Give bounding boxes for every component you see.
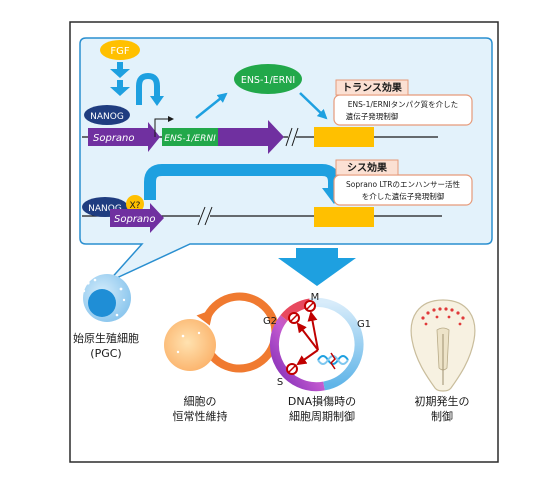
tss-arrow <box>154 118 170 137</box>
phase-g1: G1 <box>357 319 371 330</box>
phase-g2: G2 <box>263 316 277 327</box>
outcome1-line2: 恒常性維持 <box>173 409 228 423</box>
cis-line2: を介した遺伝子発現制御 <box>362 191 445 201</box>
dna-break-top <box>285 127 299 147</box>
cis-title-box <box>335 159 399 176</box>
fgf-signal-arrows <box>110 62 130 96</box>
embryo-icon <box>410 299 476 392</box>
nanog-loop-arrow <box>136 72 160 105</box>
ens-product-oval <box>234 64 302 94</box>
ens-gene-label: ENS-1/ERNI <box>164 134 216 144</box>
trans-line1: ENS-1/ERNIタンパク質を介した <box>348 99 458 109</box>
outcome-arrow <box>278 248 356 286</box>
trans-title-box <box>335 79 409 96</box>
loop-arrowhead <box>150 96 164 106</box>
x-factor-label: X? <box>130 201 141 211</box>
homeostasis-icon <box>164 292 280 373</box>
expression-arrow <box>195 92 228 119</box>
nanog-oval-top <box>84 105 130 125</box>
outcome1-line1: 細胞の <box>184 395 217 408</box>
nanog-label-top: NANOG <box>90 112 124 122</box>
outcome3-line1: 初期発生の <box>415 394 470 408</box>
phase-s: S <box>277 377 283 388</box>
ens-downstream-arrow <box>218 120 284 154</box>
cis-title: シス効果 <box>347 161 388 174</box>
fgf-oval <box>100 40 140 60</box>
phase-m: M <box>311 292 320 303</box>
target-gene-bottom <box>314 207 374 227</box>
outcome2-line2: 細胞周期制御 <box>289 409 355 423</box>
cis-callout <box>333 174 473 206</box>
nanog-label-bottom: NANOG <box>88 204 122 214</box>
trans-line2: 遺伝子発現制御 <box>346 111 399 121</box>
ens-gene-box <box>162 128 218 146</box>
x-factor-circle <box>126 195 144 213</box>
cis-arrow <box>144 164 340 200</box>
pgc-cell <box>82 274 131 322</box>
trans-arrow <box>299 92 328 120</box>
soprano-arrow-top <box>88 122 160 152</box>
soprano-label-bottom: Soprano <box>114 214 156 225</box>
trans-title: トランス効果 <box>342 81 403 94</box>
target-gene-top <box>314 127 374 147</box>
cis-line1: Soprano LTRのエンハンサー活性 <box>346 179 460 189</box>
outcome3-line2: 制御 <box>431 409 453 423</box>
pgc-label2: (PGC) <box>90 347 121 360</box>
tss-arrowhead <box>168 116 174 122</box>
outcome2-line1: DNA損傷時の <box>288 394 356 408</box>
soprano-label-top: Soprano <box>93 133 135 144</box>
ens-product-label: ENS-1/ERNI <box>241 75 295 86</box>
pgc-label1: 始原生殖細胞 <box>73 331 139 345</box>
fgf-label: FGF <box>110 46 130 57</box>
dna-break-bottom <box>197 206 213 226</box>
cell-cycle-icon <box>269 297 364 392</box>
soprano-arrow-bottom <box>110 203 164 233</box>
